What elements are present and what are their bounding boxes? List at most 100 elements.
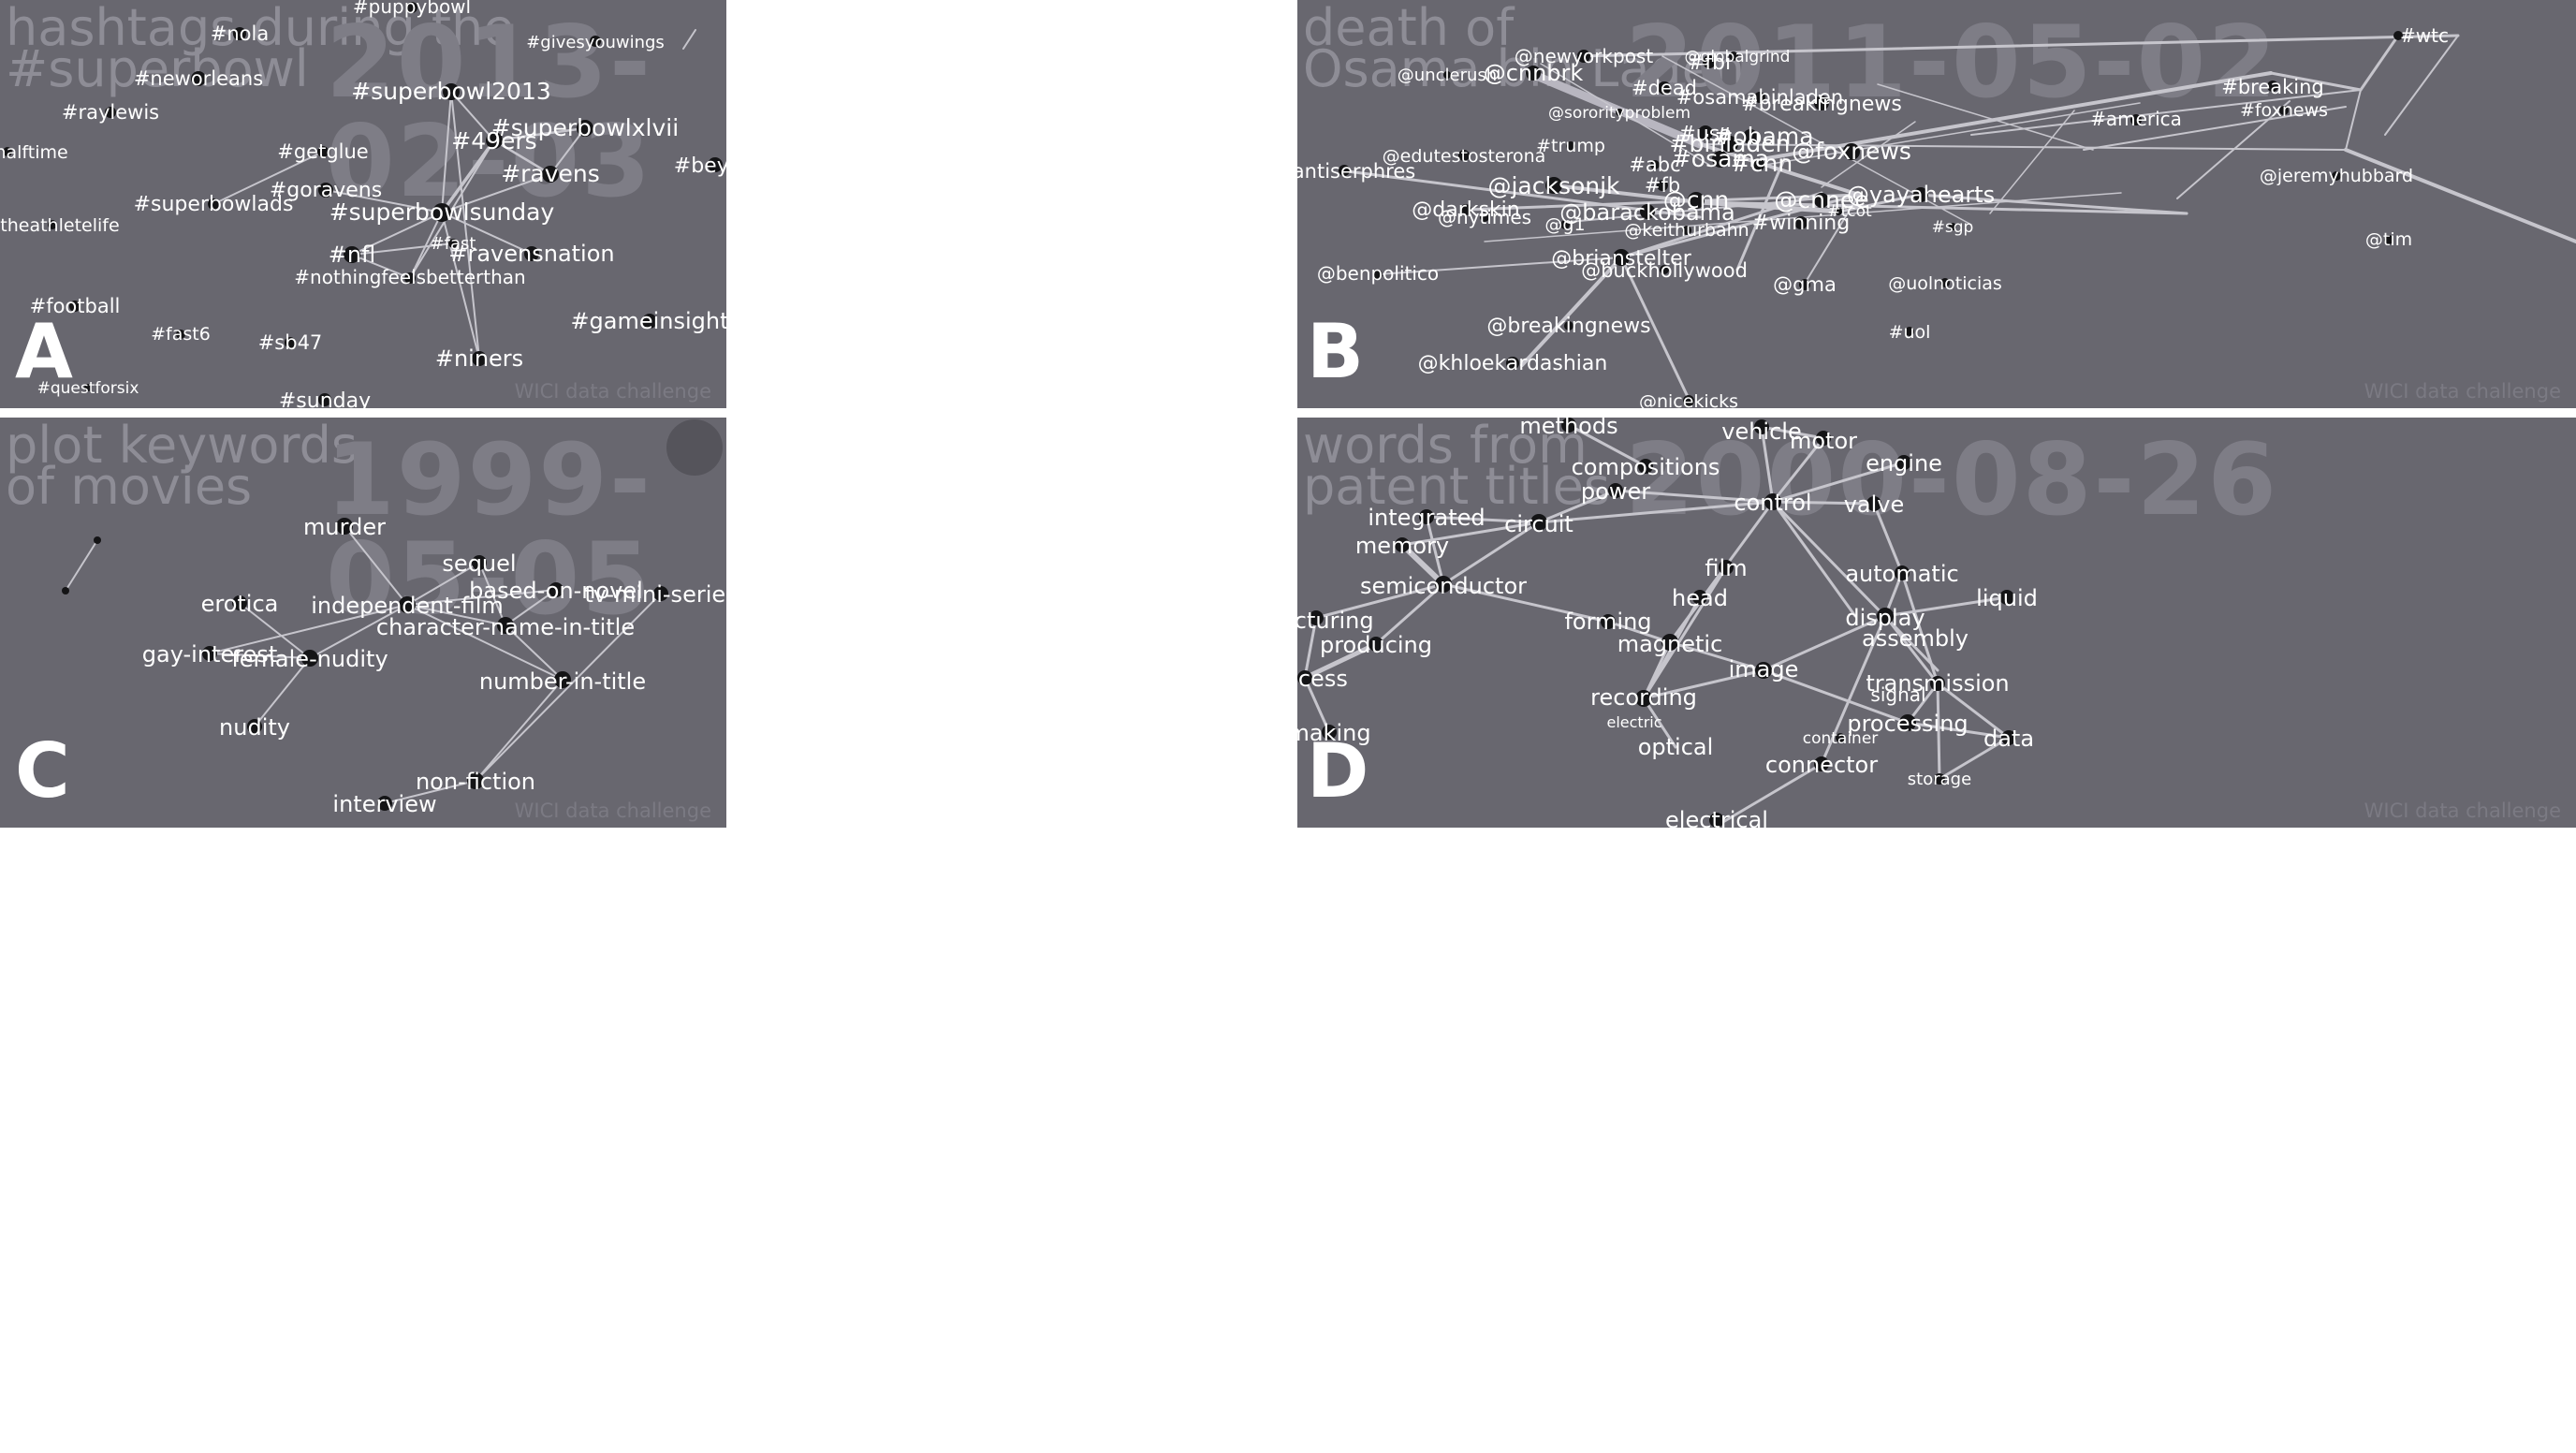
node-label: engine bbox=[1866, 450, 1942, 477]
edge bbox=[1699, 143, 2347, 151]
node-label: #winning bbox=[1752, 212, 1850, 235]
node bbox=[1913, 187, 1928, 202]
node-label: @gma bbox=[1773, 273, 1837, 296]
node-label: #getglue bbox=[277, 140, 368, 163]
edge bbox=[1802, 194, 1860, 287]
node bbox=[1877, 608, 1894, 624]
node-label: producing bbox=[1320, 632, 1432, 658]
edge bbox=[441, 212, 533, 255]
edge bbox=[209, 604, 408, 654]
edge bbox=[1567, 423, 1647, 468]
node bbox=[1561, 418, 1576, 433]
node bbox=[2130, 114, 2142, 125]
edge bbox=[65, 539, 98, 592]
node bbox=[377, 796, 392, 811]
edge bbox=[475, 679, 564, 782]
node bbox=[1650, 160, 1660, 169]
node bbox=[1339, 165, 1350, 176]
node-label: #gameinsight bbox=[570, 308, 726, 334]
panel-c-network: murder sequel based-on-novel tv-mini-ser… bbox=[62, 514, 726, 817]
node-label: #ravensnation bbox=[448, 241, 614, 267]
edge bbox=[1619, 191, 1823, 259]
node-label: #nola bbox=[211, 22, 269, 45]
node-label: #ravens bbox=[501, 160, 600, 187]
node bbox=[497, 617, 514, 634]
node-label: recording bbox=[1590, 684, 1697, 711]
edge bbox=[1938, 736, 2011, 781]
edge bbox=[1838, 193, 1921, 213]
edge bbox=[1520, 256, 1623, 367]
node-label: ocess bbox=[1297, 666, 1348, 692]
edge bbox=[441, 91, 452, 213]
node bbox=[1443, 71, 1451, 79]
node-label: head bbox=[1672, 585, 1728, 611]
edge bbox=[1642, 697, 1677, 749]
edge bbox=[1606, 620, 1672, 644]
node bbox=[1764, 493, 1781, 510]
node bbox=[1754, 92, 1765, 103]
node bbox=[1843, 143, 1860, 160]
edge bbox=[325, 189, 443, 213]
node-label: #osamabinladen bbox=[1676, 86, 1843, 109]
node bbox=[247, 719, 262, 734]
panel-d-title: words from patent titles bbox=[1303, 418, 1611, 516]
node bbox=[1682, 226, 1691, 235]
node bbox=[105, 107, 116, 118]
edge bbox=[351, 242, 454, 256]
edge bbox=[450, 91, 480, 360]
node bbox=[524, 246, 539, 261]
node-label: #obama bbox=[1713, 123, 1813, 150]
node bbox=[1930, 676, 1945, 691]
node-label: #foxnews bbox=[2240, 100, 2328, 121]
node-label: #dead bbox=[1632, 77, 1697, 99]
edge bbox=[384, 780, 476, 804]
edge bbox=[1377, 257, 1622, 275]
node bbox=[1661, 634, 1678, 651]
node-label: #america bbox=[2090, 108, 2182, 130]
edge bbox=[1425, 515, 1541, 524]
node-label: @buckhollywood bbox=[1581, 259, 1748, 282]
node bbox=[1999, 590, 2014, 605]
node-label: automatic bbox=[1845, 561, 1958, 587]
node bbox=[1564, 321, 1573, 330]
edge bbox=[1821, 121, 1916, 188]
edge bbox=[440, 139, 496, 214]
node bbox=[1526, 66, 1541, 81]
node bbox=[1577, 50, 1590, 63]
node-label: #uol bbox=[1889, 322, 1931, 343]
node bbox=[1754, 419, 1769, 434]
node bbox=[1814, 193, 1829, 208]
node bbox=[1613, 249, 1630, 266]
node-label: #sb47 bbox=[258, 331, 323, 354]
node bbox=[1905, 327, 1914, 336]
edge bbox=[2384, 35, 2459, 136]
node bbox=[1934, 773, 1945, 785]
node bbox=[1688, 192, 1705, 209]
node-label: @g1 bbox=[1544, 214, 1585, 235]
edge bbox=[1936, 682, 1941, 781]
edge bbox=[1537, 500, 1775, 524]
node bbox=[1895, 565, 1910, 580]
node-label: #sunday bbox=[279, 389, 371, 408]
edge bbox=[1302, 641, 1379, 681]
node bbox=[1899, 714, 1916, 731]
node bbox=[1799, 279, 1810, 290]
node-label: forming bbox=[1564, 609, 1651, 635]
node-label: container bbox=[1803, 729, 1879, 748]
node bbox=[69, 301, 80, 312]
node bbox=[1601, 614, 1616, 629]
node bbox=[1794, 216, 1808, 229]
node bbox=[1692, 590, 1707, 605]
node bbox=[1560, 220, 1570, 229]
edge bbox=[1883, 595, 2009, 618]
node-label: image bbox=[1729, 656, 1799, 682]
node bbox=[590, 36, 601, 47]
node-label: #trump bbox=[1536, 136, 1605, 156]
node bbox=[577, 120, 593, 137]
edge bbox=[2344, 148, 2576, 243]
node bbox=[1949, 223, 1956, 230]
node-label: @cnn bbox=[1663, 186, 1729, 213]
node bbox=[1816, 431, 1831, 446]
node-label: @barackobama bbox=[1559, 199, 1734, 226]
node-label: #football bbox=[30, 295, 121, 317]
